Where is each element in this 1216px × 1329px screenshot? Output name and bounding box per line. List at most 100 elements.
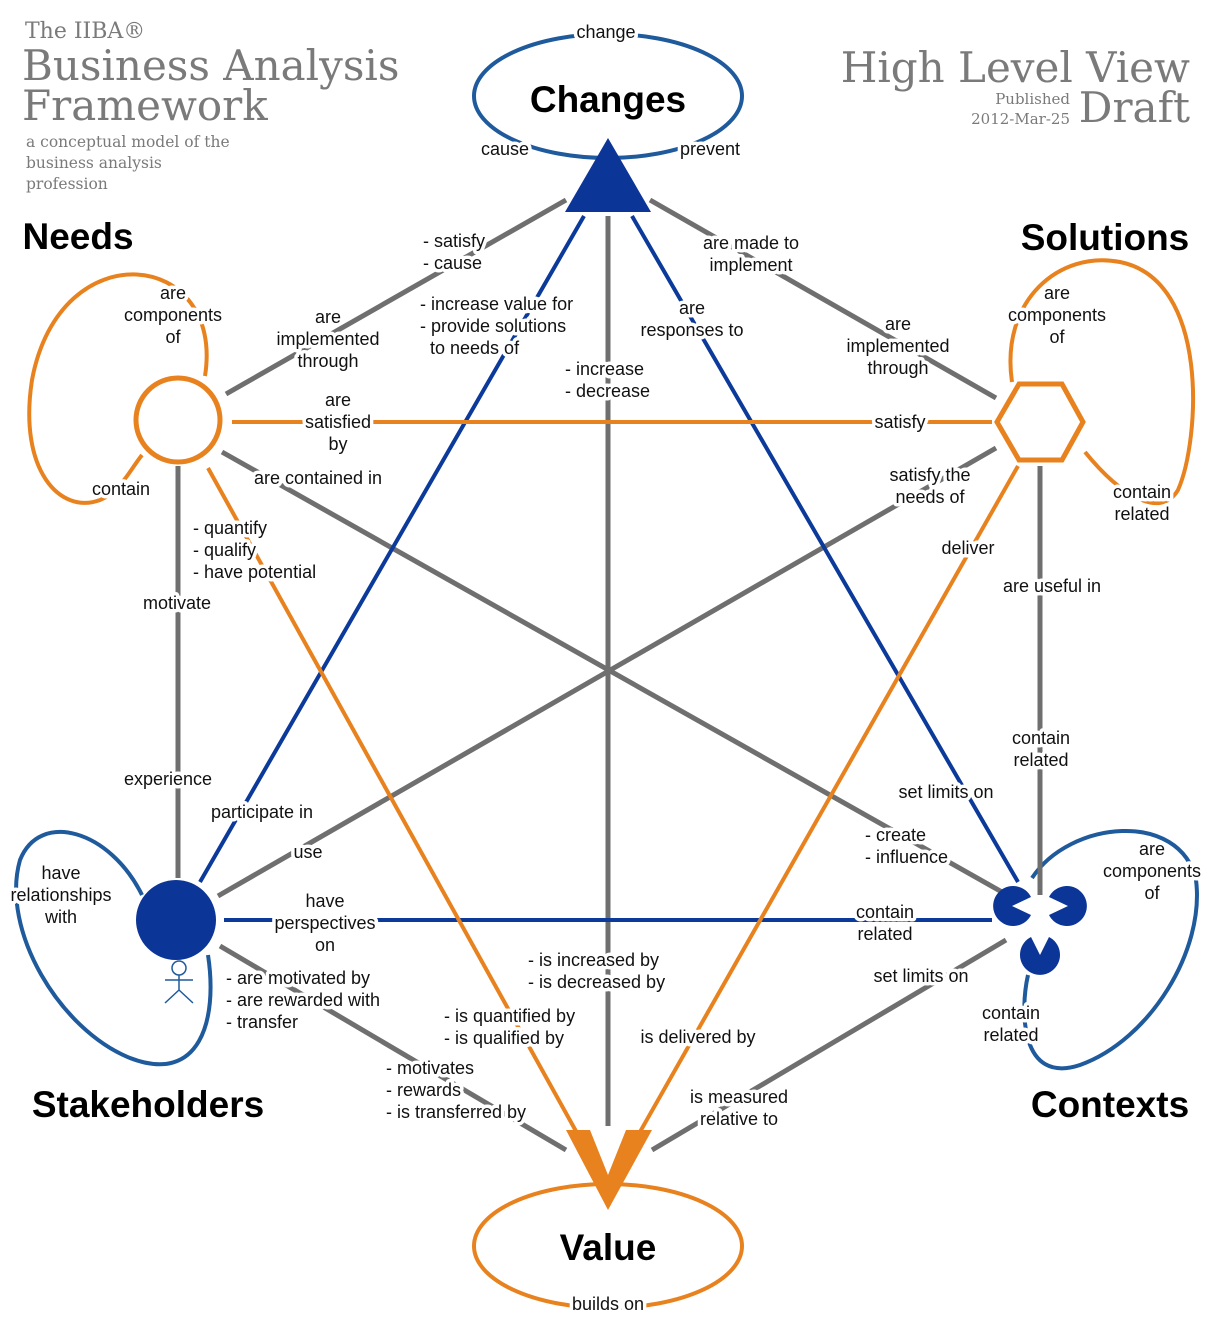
relationship-label-motivates: - rewards: [386, 1080, 461, 1100]
relationship-label-needs-components: of: [165, 327, 181, 347]
relationship-label-satisfy-cause: - cause: [423, 253, 482, 273]
relationship-label-solutions-implemented: through: [867, 358, 928, 378]
relationship-line: [224, 197, 568, 397]
status-draft: Draft: [1079, 83, 1190, 132]
relationship-label-use: use: [293, 842, 322, 862]
relationship-line: [630, 214, 1020, 884]
relationship-label-made-to-implement: are made to: [703, 233, 799, 253]
relationship-label-needs-implemented: are: [315, 307, 341, 327]
relationship-label-needs-implemented: through: [297, 351, 358, 371]
relationship-label-create-influence: - create: [865, 825, 926, 845]
relationship-label-contexts-contain-related-left: related: [857, 924, 912, 944]
relationship-label-satisfied-by: satisfied: [305, 412, 371, 432]
relationship-label-experience: experience: [124, 769, 212, 789]
relationship-label-relationships: have: [41, 863, 80, 883]
relationship-line: [218, 943, 568, 1153]
relationship-label-relationships: with: [44, 907, 77, 927]
relationship-label-quantify: - quantify: [193, 518, 267, 538]
contexts-loop: [1022, 829, 1199, 1071]
the-iiba-label: The IIBA®: [25, 19, 145, 44]
framework-title-line2: Framework: [22, 81, 268, 130]
relationship-label-contexts-contain-related-loop: related: [983, 1025, 1038, 1045]
relationship-label-motivated-by: - are rewarded with: [226, 990, 380, 1010]
needs-loop: [27, 272, 209, 505]
relationship-label-increased-by: - is increased by: [528, 950, 659, 970]
node-contexts: Contexts: [1031, 1084, 1189, 1125]
relationship-label-solutions-contain-related: related: [1114, 504, 1169, 524]
relationship-label-solutions-contain-related: contain: [1113, 482, 1171, 502]
relationship-label-prevent: prevent: [680, 139, 740, 159]
published-label: Published: [995, 90, 1070, 108]
relationship-label-create-influence: - influence: [865, 847, 948, 867]
relationship-label-builds-on: builds on: [572, 1294, 644, 1314]
subtitle-line3: profession: [26, 175, 108, 193]
relationship-label-quantify: - have potential: [193, 562, 316, 582]
relationship-label-perspectives: have: [305, 891, 344, 911]
relationship-label-motivated-by: - transfer: [226, 1012, 298, 1032]
relationship-label-increase-decrease: - increase: [565, 359, 644, 379]
relationship-line: [216, 445, 998, 899]
relationship-label-needs-implemented: implemented: [276, 329, 379, 349]
relationship-label-measured-relative: relative to: [700, 1109, 778, 1129]
relationship-label-quantify: - qualify: [193, 540, 256, 560]
relationship-line: [198, 215, 586, 883]
relationship-label-contexts-components: of: [1144, 883, 1160, 903]
solutions-hexagon-icon: [994, 381, 1086, 463]
framework-title-line1: Business Analysis: [22, 41, 399, 90]
relationship-label-increase-value: - increase value for: [420, 294, 573, 314]
needs-circle-icon: [133, 375, 223, 465]
relationship-line: [648, 197, 998, 401]
relationship-label-motivate: motivate: [143, 593, 211, 613]
relationship-label-satisfy-cause: - satisfy: [423, 231, 485, 251]
relationship-label-quantified-by: - is qualified by: [444, 1028, 564, 1048]
relationship-label-satisfied-by: are: [325, 390, 351, 410]
node-changes: Changes: [530, 79, 686, 120]
relationship-label-responses-to: are: [679, 298, 705, 318]
relationship-label-contexts-contain-related-up: related: [1013, 750, 1068, 770]
relationship-label-participate-in: participate in: [211, 802, 313, 822]
relationship-label-increased-by: - is decreased by: [528, 972, 665, 992]
relationship-label-relationships: relationships: [10, 885, 111, 905]
relationship-label-solutions-implemented: are: [885, 314, 911, 334]
relationship-label-contexts-components: components: [1103, 861, 1201, 881]
relationship-label-motivates: - is transferred by: [386, 1102, 526, 1122]
relationship-label-increase-value: to needs of: [420, 338, 520, 358]
node-stakeholders: Stakeholders: [32, 1084, 264, 1125]
relationship-label-satisfy-needs: satisfy the: [889, 465, 970, 485]
stakeholders-loop: [14, 830, 213, 1067]
relationship-label-increase-decrease: - decrease: [565, 381, 650, 401]
relationship-label-measured-relative: is measured: [690, 1087, 788, 1107]
value-v-icon: [566, 1130, 652, 1210]
relationship-label-useful-in: are useful in: [1003, 576, 1101, 596]
relationship-label-solutions-components: components: [1008, 305, 1106, 325]
relationship-line: [206, 467, 594, 1161]
node-needs: Needs: [22, 216, 133, 257]
relationship-label-solutions-components: of: [1049, 327, 1065, 347]
node-solutions: Solutions: [1021, 217, 1190, 258]
relationship-label-perspectives: perspectives: [274, 913, 375, 933]
relationship-line: [650, 937, 1008, 1153]
relationship-label-contexts-contain-related-loop: contain: [982, 1003, 1040, 1023]
relationship-label-solutions-components: are: [1044, 283, 1070, 303]
subtitle-line1: a conceptual model of the: [26, 133, 230, 151]
relationship-label-motivated-by: - are motivated by: [226, 968, 370, 988]
relationship-line: [622, 465, 1020, 1161]
node-value: Value: [560, 1227, 657, 1268]
relationship-label-contexts-contain-related-up: contain: [1012, 728, 1070, 748]
relationship-label-made-to-implement: implement: [709, 255, 792, 275]
solutions-loop: [1008, 258, 1196, 506]
relationship-label-contained-in: are contained in: [254, 468, 382, 488]
relationship-label-increase-value: - provide solutions: [420, 316, 566, 336]
contexts-kanizsa-icon: [993, 886, 1087, 975]
stakeholder-icon: [136, 880, 216, 1004]
view-title: High Level View: [841, 43, 1190, 92]
relationship-label-satisfied-by: by: [328, 434, 347, 454]
relationship-label-responses-to: responses to: [640, 320, 743, 340]
relationship-label-change: change: [576, 22, 635, 42]
relationship-label-needs-components: components: [124, 305, 222, 325]
changes-triangle-icon: [565, 138, 651, 212]
relationship-label-satisfy-needs: needs of: [895, 487, 965, 507]
relationship-label-set-limits-solutions: set limits on: [873, 966, 968, 986]
